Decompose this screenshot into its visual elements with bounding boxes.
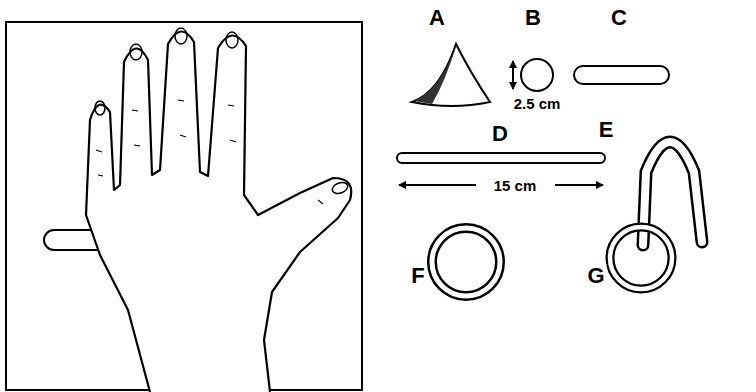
finger-nails	[95, 28, 349, 195]
part-letter: G	[585, 264, 606, 288]
part-letter: D	[490, 122, 510, 146]
dimension-label: 2.5 cm	[512, 96, 563, 113]
short-rod	[574, 66, 669, 84]
part-letter: E	[597, 118, 616, 142]
ring-object-fill	[610, 227, 672, 289]
ring-object-fill	[432, 228, 500, 296]
dimension-arrow	[512, 61, 514, 89]
dimension-label: 15 cm	[492, 178, 539, 195]
dimension-arrow	[555, 184, 603, 186]
ball-object	[521, 59, 553, 91]
part-letter: A	[427, 6, 447, 30]
part-letter: C	[609, 6, 629, 30]
ring-object	[432, 228, 500, 296]
cone-object	[412, 44, 490, 106]
cone-shading	[414, 46, 456, 104]
part-letter: B	[523, 6, 543, 30]
long-rod	[397, 153, 605, 163]
hand	[86, 31, 351, 392]
ring-object	[610, 227, 672, 289]
part-letter: F	[409, 264, 426, 288]
dimension-arrow	[399, 184, 476, 186]
knuckle-creases	[96, 100, 323, 204]
